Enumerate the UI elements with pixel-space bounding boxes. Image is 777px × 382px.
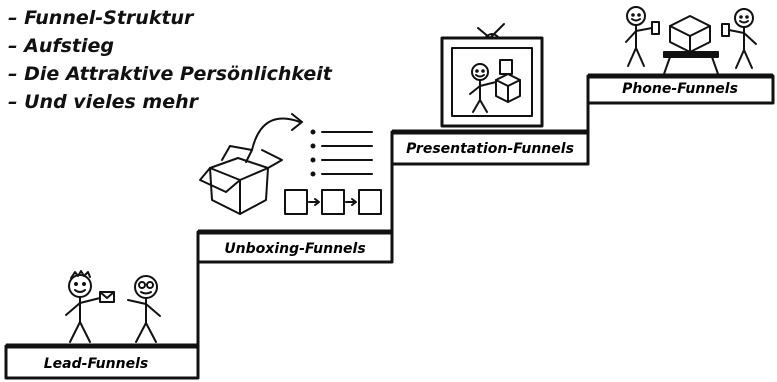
bullet-list-icon xyxy=(310,129,373,177)
open-box-icon xyxy=(199,145,283,215)
step-label-lead: Lead-Funnels xyxy=(44,356,148,372)
phone-icon xyxy=(721,23,730,37)
step-label-unboxing: Unboxing-Funnels xyxy=(224,241,365,257)
stick-figure-callee-icon xyxy=(728,8,757,69)
topic-item: Funnel-Struktur xyxy=(8,4,332,32)
curved-arrow-icon xyxy=(251,113,303,151)
topic-item: Die Attraktive Persönlichkeit xyxy=(8,60,332,88)
envelope-icon xyxy=(99,291,115,303)
topic-item: Aufstieg xyxy=(8,32,332,60)
staircase-outline xyxy=(4,74,775,380)
topic-list: Funnel-Struktur Aufstieg Die Attraktive … xyxy=(8,4,332,116)
stick-figure-receiver-icon xyxy=(127,275,161,343)
topic-item: Und vieles mehr xyxy=(8,88,332,116)
television-icon xyxy=(440,23,544,128)
step-label-phone: Phone-Funnels xyxy=(622,81,738,97)
step-label-presentation: Presentation-Funnels xyxy=(406,141,574,157)
stick-figure-giver-icon xyxy=(65,270,101,343)
phone-icon xyxy=(651,21,660,35)
stick-figure-caller-icon xyxy=(625,6,653,67)
sequence-steps-icon xyxy=(284,189,382,215)
box-on-table-icon xyxy=(663,15,719,75)
